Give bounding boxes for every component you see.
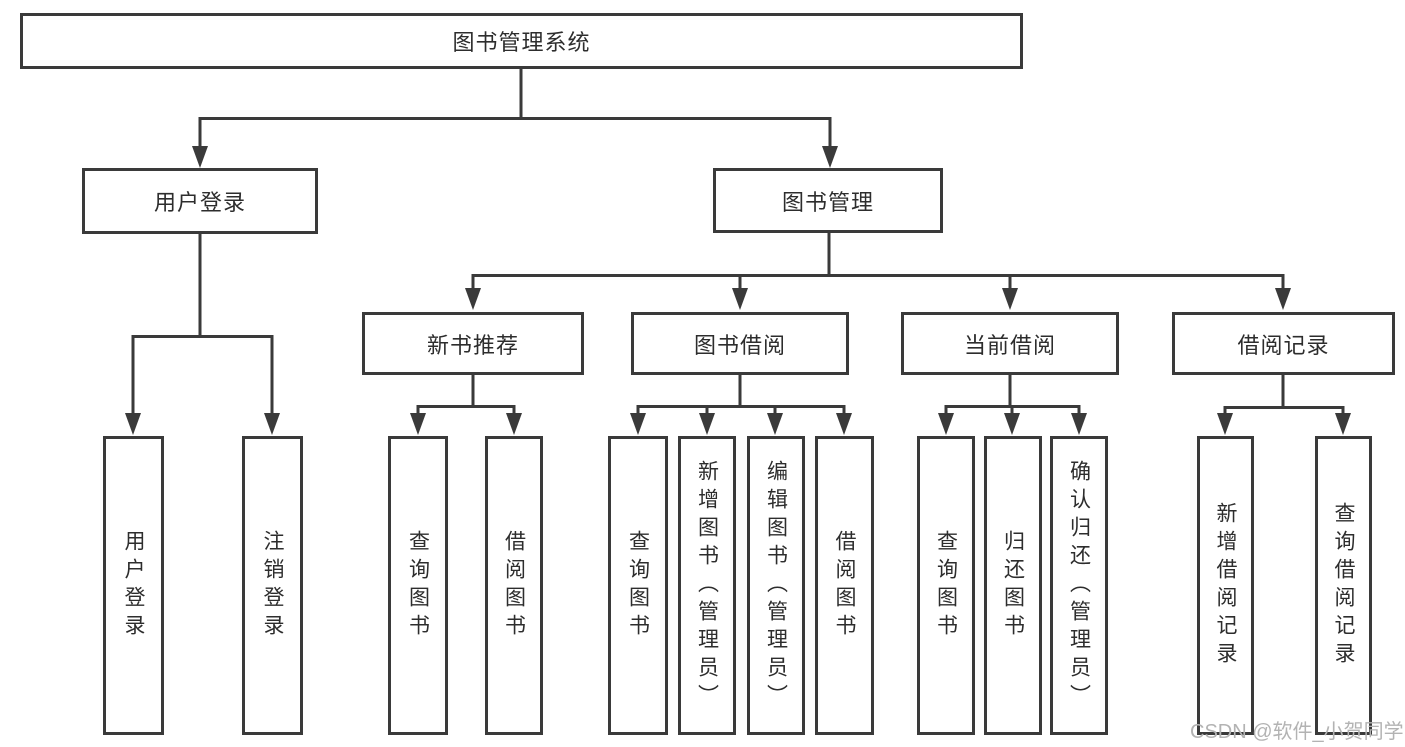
node-book-borrowing: 图书借阅 xyxy=(631,312,849,375)
node-current-borrowing: 当前借阅 xyxy=(901,312,1119,375)
leaf-br-add-record: 新增借阅记录 xyxy=(1197,436,1254,735)
leaf-cb-confirm-return-admin: 确认归还（管理员） xyxy=(1050,436,1108,735)
leaf-nbr-borrow-books: 借阅图书 xyxy=(485,436,543,735)
leaf-bb-borrow-books: 借阅图书 xyxy=(815,436,874,735)
leaf-nbr-query-books: 查询图书 xyxy=(388,436,448,735)
leaf-cb-return-books: 归还图书 xyxy=(984,436,1042,735)
node-borrowing-records: 借阅记录 xyxy=(1172,312,1395,375)
node-book-management: 图书管理 xyxy=(713,168,943,233)
leaf-bb-query-books: 查询图书 xyxy=(608,436,668,735)
node-new-book-recommend: 新书推荐 xyxy=(362,312,584,375)
leaf-bb-add-books-admin: 新增图书（管理员） xyxy=(678,436,736,735)
node-user-login: 用户登录 xyxy=(82,168,318,234)
csdn-watermark: CSDN @软件_小贺同学 xyxy=(1190,721,1404,743)
leaf-cb-query-books: 查询图书 xyxy=(917,436,975,735)
node-library-system: 图书管理系统 xyxy=(20,13,1023,69)
leaf-logout-login: 注销登录 xyxy=(242,436,303,735)
leaf-br-query-record: 查询借阅记录 xyxy=(1315,436,1372,735)
leaf-bb-edit-books-admin: 编辑图书（管理员） xyxy=(747,436,805,735)
leaf-user-login: 用户登录 xyxy=(103,436,164,735)
